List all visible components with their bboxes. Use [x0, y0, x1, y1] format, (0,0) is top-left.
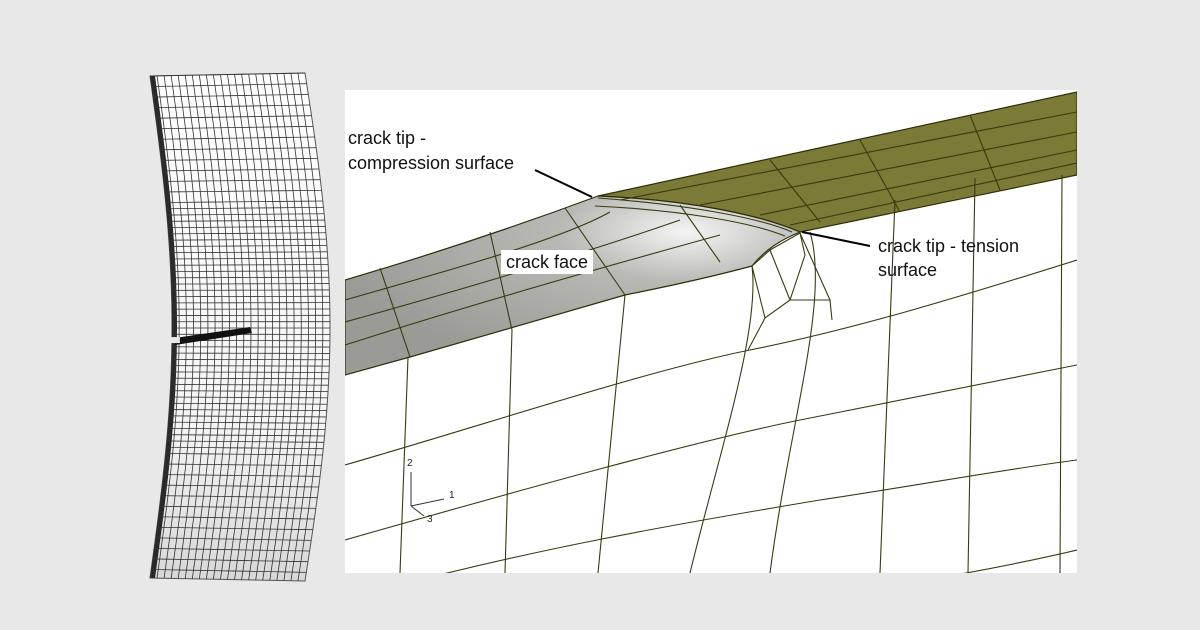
- mesh-line: [619, 111, 1077, 201]
- mesh-line: [489, 231, 513, 331]
- mesh-line: [345, 364, 1077, 541]
- grid-column: [262, 73, 288, 581]
- mesh-line: [345, 259, 1077, 466]
- grid-column: [220, 74, 245, 580]
- tension-tip-label-line1: crack tip - tension: [878, 236, 1020, 256]
- mesh-line: [699, 131, 1077, 206]
- grid-column: [283, 73, 309, 581]
- compression-tip-leader: [534, 169, 593, 198]
- mesh-line: [345, 211, 611, 301]
- grid-column: [241, 74, 266, 580]
- mesh-line: [969, 114, 1001, 191]
- grid-column: [156, 75, 180, 579]
- mesh-line: [769, 159, 821, 223]
- grid-column: [234, 74, 259, 580]
- mesh-line: [769, 231, 816, 573]
- axis-1-line: [410, 498, 445, 507]
- grid-column: [198, 74, 223, 580]
- crack-face-surface: [345, 195, 802, 376]
- tension-tip-leader: [801, 231, 871, 247]
- mesh-line: [829, 299, 833, 321]
- grid-column: [269, 73, 295, 581]
- grid-column: [297, 73, 324, 581]
- mesh-line: [967, 177, 976, 573]
- mesh-line: [399, 356, 409, 573]
- mesh-line: [445, 459, 1077, 573]
- mesh-line: [689, 265, 754, 573]
- mesh-line: [597, 197, 793, 233]
- grid-column: [248, 74, 273, 580]
- mesh-line: [594, 205, 786, 237]
- grid-column: [205, 74, 230, 580]
- grid-column: [290, 73, 317, 581]
- crack: [174, 327, 252, 346]
- mesh-line: [963, 549, 1077, 573]
- mesh-line: [879, 199, 896, 573]
- mesh-line: [345, 234, 721, 346]
- crack-gap: [169, 337, 180, 344]
- mesh-line: [597, 294, 626, 573]
- tension-tip-label-line2: surface: [878, 260, 938, 280]
- mesh-line: [747, 317, 766, 351]
- axis-2-label: 2: [407, 458, 413, 469]
- model-grid: [149, 72, 331, 581]
- grid-column: [170, 75, 194, 579]
- mesh-line: [759, 149, 1077, 216]
- mesh-line: [504, 329, 513, 573]
- mesh-line: [379, 267, 411, 358]
- axis-1-label: 1: [449, 490, 455, 501]
- grid-column: [163, 75, 187, 579]
- axis-triad: [410, 472, 445, 517]
- mesh-line: [564, 207, 626, 296]
- full-model-mesh: [149, 72, 331, 582]
- compression-tip-label-line2: compression surface: [348, 153, 515, 173]
- grid-column: [191, 75, 216, 579]
- mesh-line: [1059, 174, 1063, 573]
- axis-3-line: [410, 505, 425, 517]
- grid-column: [227, 74, 252, 580]
- mesh-line: [769, 249, 791, 301]
- model-edge: [150, 76, 177, 578]
- crack-detail-view: [345, 90, 1077, 573]
- crack-face-label: crack face: [501, 250, 594, 274]
- axis-3-label: 3: [427, 514, 433, 525]
- compression-tip-label-line1: crack tip -: [348, 128, 427, 148]
- grid-column: [177, 75, 202, 579]
- mesh-line: [679, 204, 721, 263]
- mesh-line: [859, 139, 901, 213]
- grid-column: [276, 73, 302, 581]
- grid-column: [213, 74, 238, 580]
- mesh-line: [789, 162, 1077, 226]
- grid-column: [184, 75, 209, 579]
- grid-column: [255, 73, 281, 581]
